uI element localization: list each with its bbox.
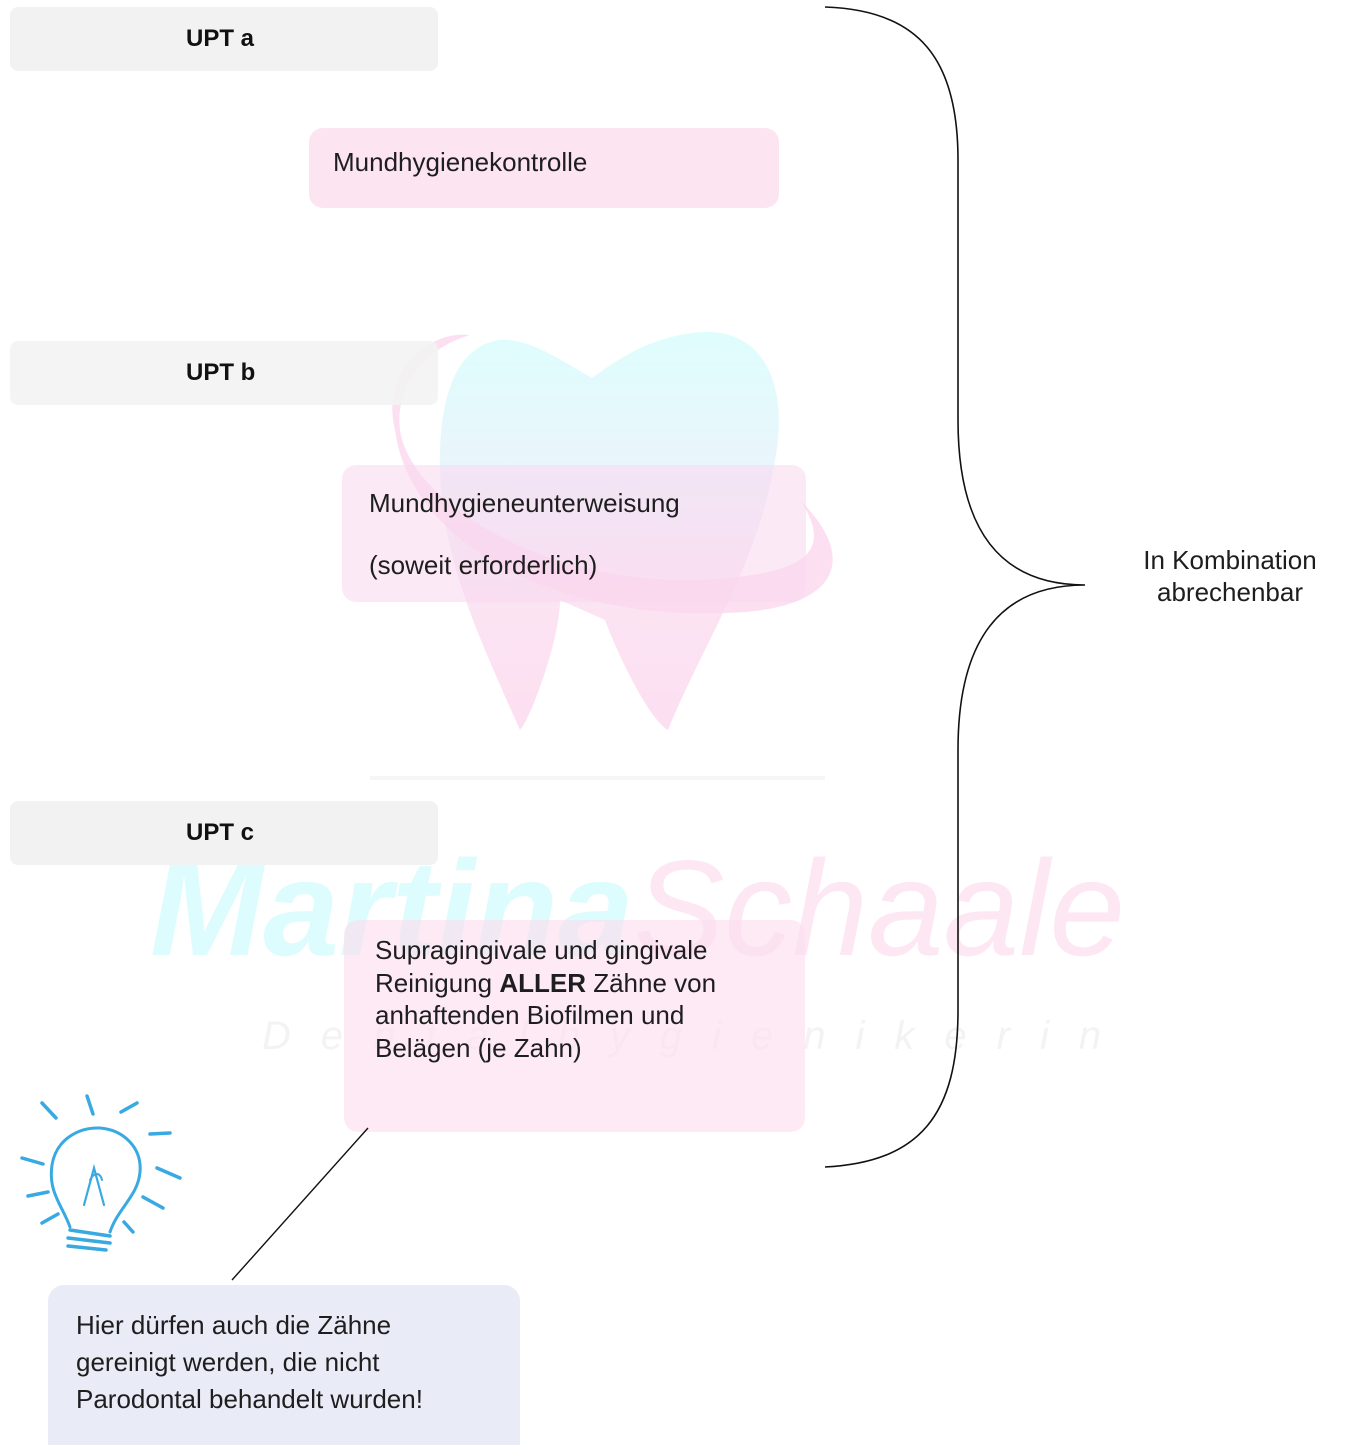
lightbulb-icon (20, 1094, 182, 1252)
upt-c-line3: anhaftenden Biofilmen und (375, 1000, 685, 1030)
combination-note-line1: In Kombination (1143, 545, 1317, 575)
upt-a-header: UPT a (10, 7, 438, 71)
upt-c-line4: Belägen (je Zahn) (375, 1032, 582, 1063)
upt-a-label: UPT a (186, 25, 255, 52)
upt-b-line1: Mundhygieneunterweisung (369, 488, 680, 518)
upt-c-line2: Reinigung ALLER Zähne von (375, 967, 805, 1000)
tip-box: Hier dürfen auch die Zähne gereinigt wer… (48, 1285, 520, 1445)
upt-c-box: Supragingivale und gingivale Reinigung A… (344, 920, 805, 1132)
upt-a-box: Mundhygienekontrolle (309, 128, 779, 208)
upt-b-header: UPT b (10, 341, 438, 405)
upt-b-box: Mundhygieneunterweisung (soweit erforder… (342, 465, 806, 602)
upt-c-line1: Supragingivale und gingivale (375, 935, 708, 965)
tip-line3: Parodontal behandelt wurden! (76, 1384, 423, 1414)
curly-brace (824, 6, 1086, 1168)
upt-c-line2-before: Reinigung (375, 967, 500, 998)
connector-line (231, 1127, 369, 1281)
upt-c-emphasis: ALLER (499, 967, 586, 998)
upt-a-description: Mundhygienekontrolle (333, 147, 588, 177)
upt-c-label: UPT c (186, 819, 255, 846)
combination-note: In Kombination abrechenbar (1105, 544, 1350, 608)
upt-b-label: UPT b (186, 359, 256, 386)
tip-line2: gereinigt werden, die nicht (76, 1347, 380, 1377)
upt-b-line2: (soweit erforderlich) (369, 550, 598, 580)
tip-line1: Hier dürfen auch die Zähne (76, 1310, 392, 1340)
upt-c-line2-after: Zähne von (585, 967, 717, 998)
combination-note-line2: abrechenbar (1157, 577, 1303, 607)
upt-c-header: UPT c (10, 801, 438, 865)
